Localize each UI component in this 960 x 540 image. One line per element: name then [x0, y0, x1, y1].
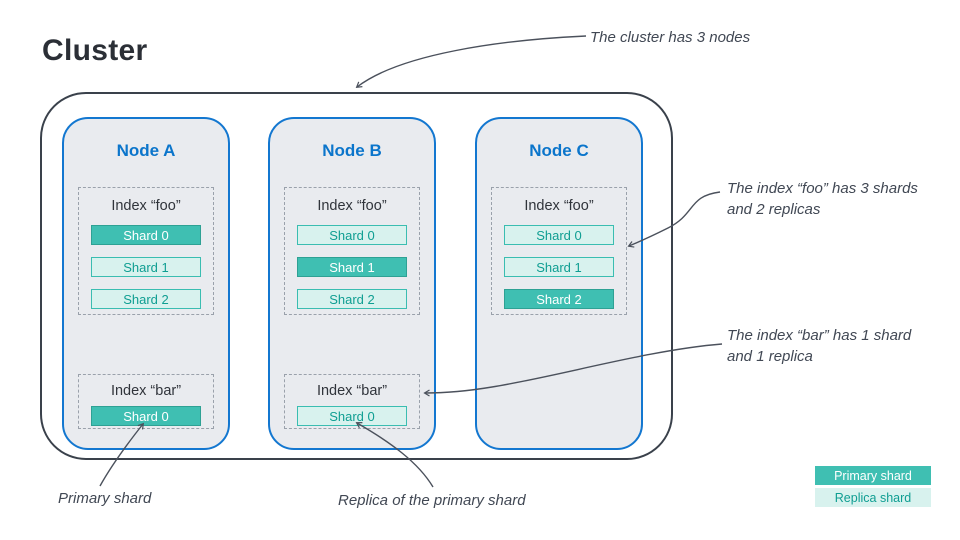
annotation-line: The index “foo” has 3 shards	[727, 180, 918, 197]
shard: Shard 2	[297, 289, 407, 309]
legend: Primary shard Replica shard	[815, 466, 931, 507]
annotation-index-bar: The index “bar” has 1 shard and 1 replic…	[727, 325, 911, 367]
node-a-index-bar: Index “bar” Shard 0	[78, 374, 214, 429]
shard: Shard 0	[504, 225, 614, 245]
annotation-replica-shard: Replica of the primary shard	[338, 492, 526, 509]
annotation-line: and 1 replica	[727, 348, 813, 365]
annotation-primary-shard: Primary shard	[58, 490, 152, 507]
node-a-index-foo: Index “foo” Shard 0 Shard 1 Shard 2	[78, 187, 214, 315]
arrow-cluster	[355, 35, 587, 89]
shard: Shard 0	[297, 406, 407, 426]
index-title: Index “foo”	[111, 198, 181, 214]
annotation-cluster: The cluster has 3 nodes	[590, 29, 751, 46]
shard: Shard 0	[91, 225, 201, 245]
node-b-title: Node B	[322, 141, 382, 160]
index-title: Index “bar”	[110, 383, 182, 399]
page-title: Cluster	[42, 34, 148, 67]
index-title: Index “foo”	[317, 198, 387, 214]
shard: Shard 1	[91, 257, 201, 277]
node-c-index-foo: Index “foo” Shard 0 Shard 1 Shard 2	[491, 187, 627, 315]
index-title: Index “bar”	[316, 383, 388, 399]
annotation-line: The index “bar” has 1 shard	[727, 327, 912, 344]
index-title: Index “foo”	[524, 198, 594, 214]
cluster-box: Node A Index “foo” Shard 0 Shard 1 Shard…	[40, 92, 673, 460]
shard: Shard 0	[297, 225, 407, 245]
annotation-index-foo: The index “foo” has 3 shards and 2 repli…	[727, 178, 918, 220]
node-c-title: Node C	[529, 141, 589, 160]
shard: Shard 2	[91, 289, 201, 309]
annotation-line: and 2 replicas	[727, 201, 821, 218]
shard: Shard 0	[91, 406, 201, 426]
legend-primary-shard: Primary shard	[815, 466, 931, 485]
legend-replica-shard: Replica shard	[815, 488, 931, 507]
node-b-index-bar: Index “bar” Shard 0	[284, 374, 420, 429]
node-a: Node A Index “foo” Shard 0 Shard 1 Shard…	[62, 117, 230, 450]
shard: Shard 2	[504, 289, 614, 309]
node-a-title: Node A	[116, 141, 176, 160]
node-c: Node C Index “foo” Shard 0 Shard 1 Shard…	[475, 117, 643, 450]
shard: Shard 1	[297, 257, 407, 277]
shard: Shard 1	[504, 257, 614, 277]
node-b: Node B Index “foo” Shard 0 Shard 1 Shard…	[268, 117, 436, 450]
node-b-index-foo: Index “foo” Shard 0 Shard 1 Shard 2	[284, 187, 420, 315]
